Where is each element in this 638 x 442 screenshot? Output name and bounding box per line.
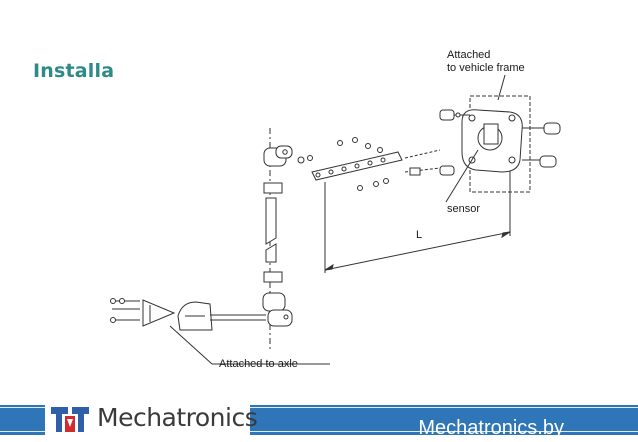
installation-diagram <box>110 74 561 365</box>
slide-title: Installa <box>33 60 115 82</box>
axle-callout: Attached to axle <box>219 358 298 370</box>
frame-callout: Attached to vehicle frame <box>447 49 525 75</box>
upper-ball-joint <box>263 145 293 167</box>
axle-bracket <box>142 299 176 327</box>
rod-sleeve-top <box>263 182 283 194</box>
frame-callout-line1: Attached <box>447 49 491 61</box>
axle-leader <box>169 325 213 365</box>
axle-bolts <box>110 298 140 323</box>
band-stripe <box>0 407 638 408</box>
frame-bracket <box>311 151 403 181</box>
frame-leader <box>497 74 506 101</box>
lower-ball-joint <box>262 292 293 327</box>
sensor-body <box>461 109 523 173</box>
mechatronics-logo-icon <box>48 402 92 436</box>
frame-callout-line2: to vehicle frame <box>447 62 525 74</box>
dimension-line-L <box>324 231 511 271</box>
website-link[interactable]: Mechatronics.by <box>418 417 564 439</box>
sensor-leader <box>445 149 479 203</box>
sensor-bolts-left <box>439 109 470 121</box>
sensor-bolts-right <box>522 122 561 168</box>
rod-lower <box>265 243 277 263</box>
band-stripe <box>0 431 638 432</box>
bracket-fasteners <box>297 137 455 191</box>
rod-upper <box>265 197 277 245</box>
rod-sleeve-bottom <box>263 271 283 283</box>
dimension-label: L <box>416 229 423 241</box>
brand-logo[interactable]: Mechatronics <box>45 399 258 439</box>
sensor-callout: sensor <box>447 203 481 215</box>
axle-clamp <box>177 301 266 331</box>
footer: Mechatronics.by Mechatronics <box>0 395 638 442</box>
logo-wordmark: Mechatronics <box>97 403 258 432</box>
